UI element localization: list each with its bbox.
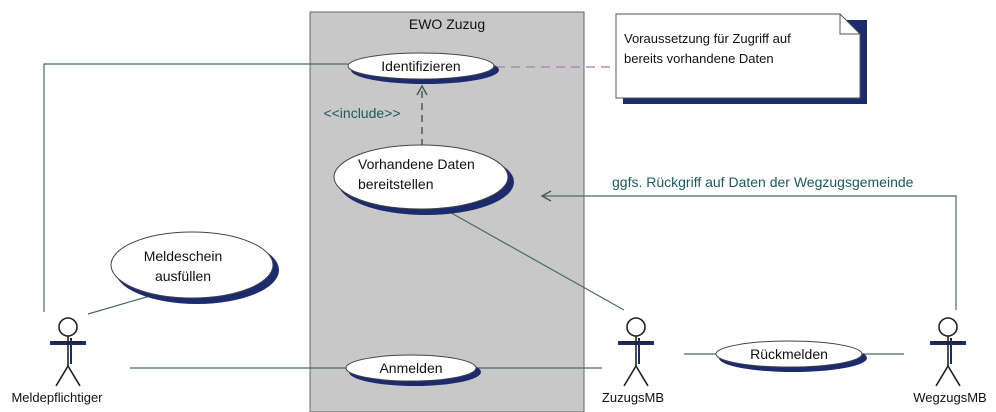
note-text-line2: bereits vorhandene Daten bbox=[624, 51, 774, 66]
use-case-anmelden[interactable]: Anmelden bbox=[345, 354, 481, 386]
association-vorhandene-daten-zuzugsmb bbox=[445, 209, 625, 311]
actor-zuzugsmb-label: ZuzugsMB bbox=[602, 390, 664, 405]
actor-wegzugsmb[interactable]: WegzugsMB bbox=[913, 317, 987, 405]
system-title: EWO Zuzug bbox=[409, 16, 485, 32]
use-case-rueckmelden[interactable]: Rückmelden bbox=[715, 340, 867, 372]
use-case-meldeschein-label-line2: ausfüllen bbox=[155, 268, 211, 284]
use-case-meldeschein[interactable]: Meldeschein ausfüllen bbox=[110, 231, 279, 304]
note-body bbox=[615, 13, 861, 99]
use-case-vorhandene-daten[interactable]: Vorhandene Daten bereitstellen bbox=[333, 144, 514, 215]
actor-zuzugsmb-icon bbox=[618, 317, 654, 387]
association-meldepflichtiger-meldeschein bbox=[87, 295, 151, 315]
include-label: <<include>> bbox=[323, 105, 400, 121]
association-lines bbox=[43, 63, 957, 369]
use-case-identifizieren-label: Identifizieren bbox=[381, 58, 460, 74]
rueckgriff-label: ggfs. Rückgriff auf Daten der Wegzugsgem… bbox=[612, 174, 914, 190]
rueckgriff-arrow bbox=[540, 190, 957, 310]
actor-meldepflichtiger[interactable]: Meldepflichtiger bbox=[11, 317, 103, 405]
actor-zuzugsmb[interactable]: ZuzugsMB bbox=[602, 317, 664, 405]
use-case-vorhandene-daten-label-line2: bereitstellen bbox=[358, 176, 434, 192]
actor-wegzugsmb-icon bbox=[930, 317, 966, 387]
actor-meldepflichtiger-label: Meldepflichtiger bbox=[11, 390, 103, 405]
use-case-anmelden-label: Anmelden bbox=[379, 360, 442, 376]
actor-meldepflichtiger-icon bbox=[50, 317, 86, 387]
use-case-rueckmelden-label: Rückmelden bbox=[750, 346, 828, 362]
use-case-vorhandene-daten-label-line1: Vorhandene Daten bbox=[358, 156, 475, 172]
use-case-meldeschein-label-line1: Meldeschein bbox=[144, 248, 223, 264]
association-meldepflichtiger-identifizieren bbox=[43, 63, 348, 312]
note: Voraussetzung für Zugriff auf bereits vo… bbox=[615, 13, 867, 104]
note-text-line1: Voraussetzung für Zugriff auf bbox=[624, 31, 791, 46]
actor-wegzugsmb-label: WegzugsMB bbox=[913, 390, 986, 405]
use-case-identifizieren[interactable]: Identifizieren bbox=[347, 52, 499, 84]
note-corner-fold bbox=[839, 14, 860, 35]
